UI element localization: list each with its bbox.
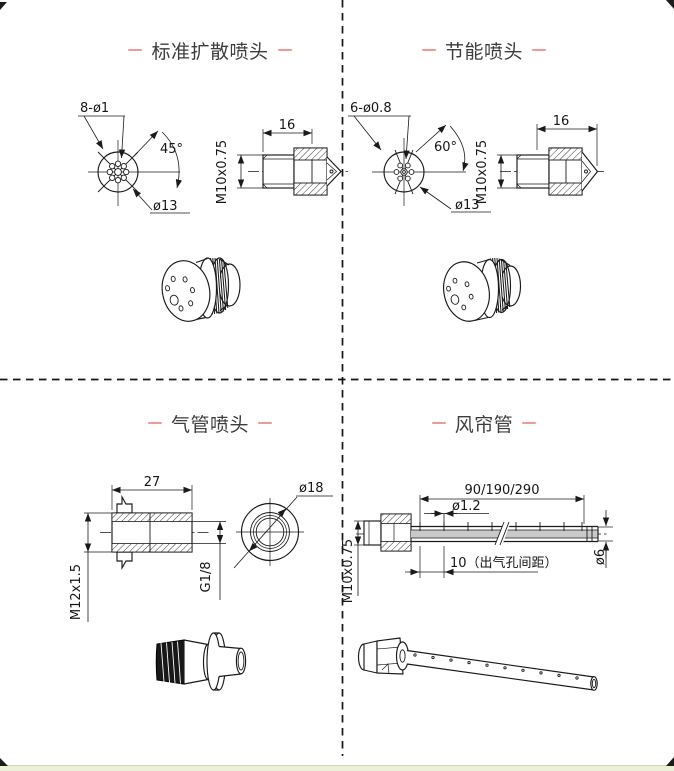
dim-standard-angle: 45° bbox=[160, 142, 183, 157]
energy-3d-view bbox=[443, 257, 522, 322]
dim-energy-diameter: ø13 bbox=[455, 198, 480, 213]
dim-energy-length: 16 bbox=[553, 114, 570, 129]
airpipe-front-view: ø18 bbox=[233, 481, 333, 569]
title-dash bbox=[277, 48, 292, 52]
dim-energy-angle: 60° bbox=[434, 140, 457, 155]
airpipe-side-view: 27 M12x1.5 G1/8 bbox=[69, 475, 226, 622]
curtain-side-view: ø1.2 90/190/290 10（出气孔间距） M10x0.75 bbox=[341, 483, 613, 603]
panel-title-curtain: 风帘管 bbox=[334, 410, 634, 436]
panel-title-standard: 标准扩散喷头 bbox=[60, 37, 360, 63]
dim-airpipe-diameter: ø18 bbox=[299, 481, 324, 496]
panel-title-airpipe-label: 气管喷头 bbox=[170, 414, 249, 436]
title-dash bbox=[147, 421, 162, 425]
standard-side-view: 16 M10x0.75 bbox=[215, 118, 348, 204]
airpipe-3d-view bbox=[155, 632, 247, 691]
dim-curtain-hole-diameter: ø1.2 bbox=[452, 499, 481, 514]
dim-curtain-tube-diameter: ø6 bbox=[593, 549, 608, 565]
dim-standard-length: 16 bbox=[279, 118, 296, 133]
footer-strip bbox=[0, 765, 674, 771]
dim-energy-holes: 6-ø0.8 bbox=[350, 101, 392, 116]
dim-airpipe-port: G1/8 bbox=[199, 562, 214, 593]
title-dash bbox=[258, 421, 272, 425]
title-dash bbox=[421, 48, 436, 52]
dim-energy-thread: M10x0.75 bbox=[475, 140, 490, 204]
panel-title-airpipe: 气管喷头 bbox=[60, 410, 360, 436]
title-dash bbox=[431, 421, 446, 425]
dim-standard-thread: M10x0.75 bbox=[215, 140, 230, 204]
standard-front-view: 8-ø1 45° ø13 bbox=[78, 101, 190, 214]
panel-title-curtain-label: 风帘管 bbox=[454, 414, 514, 436]
curtain-3d-view bbox=[357, 637, 598, 691]
energy-side-view: 16 M10x0.75 bbox=[475, 114, 604, 204]
dim-curtain-hole-spacing: 10（出气孔间距） bbox=[450, 555, 558, 571]
title-dash bbox=[128, 48, 143, 52]
dim-curtain-lengths: 90/190/290 bbox=[465, 483, 540, 498]
standard-3d-view bbox=[161, 257, 241, 322]
panel-title-energy: 节能喷头 bbox=[334, 37, 634, 63]
dim-curtain-thread: M10x0.75 bbox=[341, 539, 356, 603]
title-dash bbox=[522, 421, 537, 425]
panel-title-standard-label: 标准扩散喷头 bbox=[151, 41, 269, 63]
dim-standard-holes: 8-ø1 bbox=[80, 101, 109, 116]
dim-airpipe-length: 27 bbox=[144, 475, 161, 490]
dim-standard-diameter: ø13 bbox=[153, 199, 178, 214]
panel-title-energy-label: 节能喷头 bbox=[444, 41, 523, 63]
dim-airpipe-thread: M12x1.5 bbox=[69, 564, 84, 620]
energy-front-view: 6-ø0.8 60° ø13 bbox=[348, 101, 491, 213]
title-dash bbox=[532, 48, 546, 52]
